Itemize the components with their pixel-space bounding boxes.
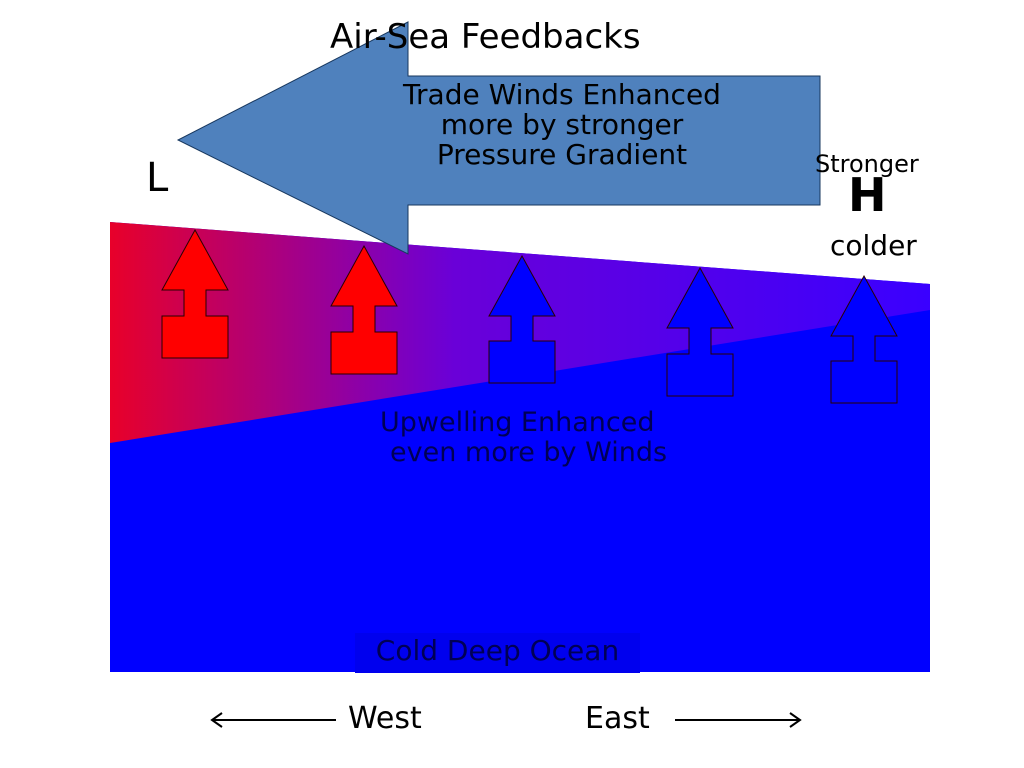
trade-winds-line-2: more by stronger (440, 108, 684, 141)
west-label: West (348, 701, 422, 736)
upward-arrow-icon (830, 274, 898, 404)
high-pressure-label: H (848, 168, 887, 222)
east-label: East (585, 701, 650, 736)
upwelling-label: Upwelling Enhanced even more by Winds (380, 408, 720, 468)
stronger-label: Stronger (815, 150, 919, 178)
west-arrow-icon (210, 712, 336, 728)
trade-winds-line-1: Trade Winds Enhanced (403, 78, 721, 111)
upward-arrow-icon (666, 266, 734, 397)
upwelling-line-1: Upwelling Enhanced (380, 407, 655, 438)
low-pressure-label: L (146, 155, 169, 201)
east-arrow-icon (675, 712, 802, 728)
trade-winds-line-3: Pressure Gradient (436, 138, 688, 171)
deep-ocean-label: Cold Deep Ocean (355, 633, 640, 673)
upward-arrow-icon (330, 244, 398, 375)
upward-arrow-icon (488, 254, 556, 384)
upward-arrows-group (161, 228, 898, 404)
trade-winds-label: Trade Winds Enhanced more by stronger Pr… (372, 80, 752, 170)
colder-label: colder (830, 229, 917, 262)
wind-arrow-icon (176, 21, 821, 255)
upward-arrow-icon (161, 228, 229, 359)
upwelling-line-2: even more by Winds (390, 437, 668, 468)
diagram-title: Air-Sea Feedbacks (330, 17, 641, 57)
